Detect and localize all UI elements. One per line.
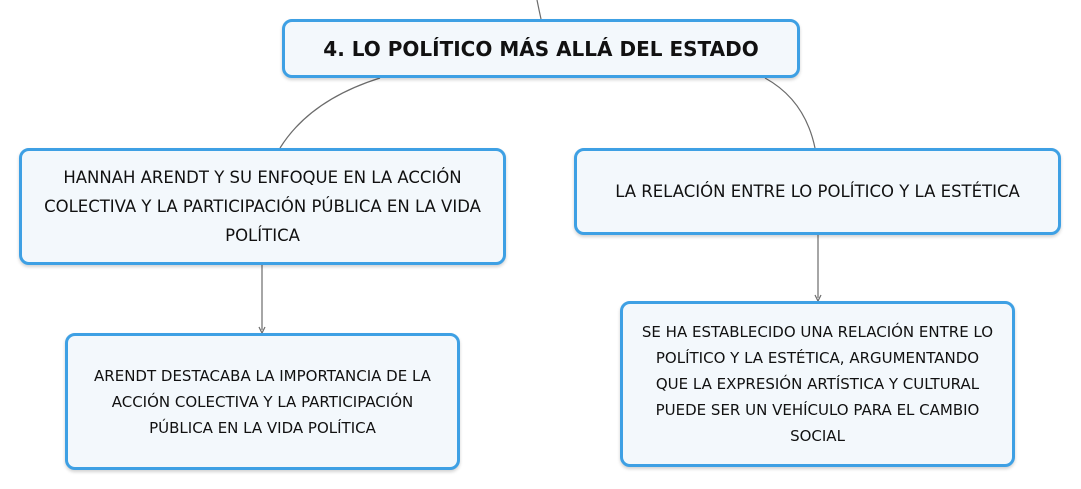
detail-node-estetica[interactable]: SE HA ESTABLECIDO UNA RELACIÓN ENTRE LO … xyxy=(620,301,1015,467)
subtopic-estetica-label: LA RELACIÓN ENTRE LO POLÍTICO Y LA ESTÉT… xyxy=(615,182,1020,201)
connector-parent-to-root xyxy=(536,0,542,20)
connector-root-to-right xyxy=(764,77,816,149)
root-topic-label: 4. LO POLÍTICO MÁS ALLÁ DEL ESTADO xyxy=(323,36,759,61)
detail-arendt-label: ARENDT DESTACABA LA IMPORTANCIA DE LA AC… xyxy=(94,366,431,437)
detail-node-arendt[interactable]: ARENDT DESTACABA LA IMPORTANCIA DE LA AC… xyxy=(65,333,460,470)
root-topic-node[interactable]: 4. LO POLÍTICO MÁS ALLÁ DEL ESTADO xyxy=(282,19,800,78)
connector-root-to-left xyxy=(279,77,381,149)
subtopic-arendt-label: HANNAH ARENDT Y SU ENFOQUE EN LA ACCIÓN … xyxy=(44,168,481,245)
subtopic-node-estetica[interactable]: LA RELACIÓN ENTRE LO POLÍTICO Y LA ESTÉT… xyxy=(574,148,1061,235)
subtopic-node-arendt[interactable]: HANNAH ARENDT Y SU ENFOQUE EN LA ACCIÓN … xyxy=(19,148,506,265)
detail-estetica-label: SE HA ESTABLECIDO UNA RELACIÓN ENTRE LO … xyxy=(641,323,994,445)
